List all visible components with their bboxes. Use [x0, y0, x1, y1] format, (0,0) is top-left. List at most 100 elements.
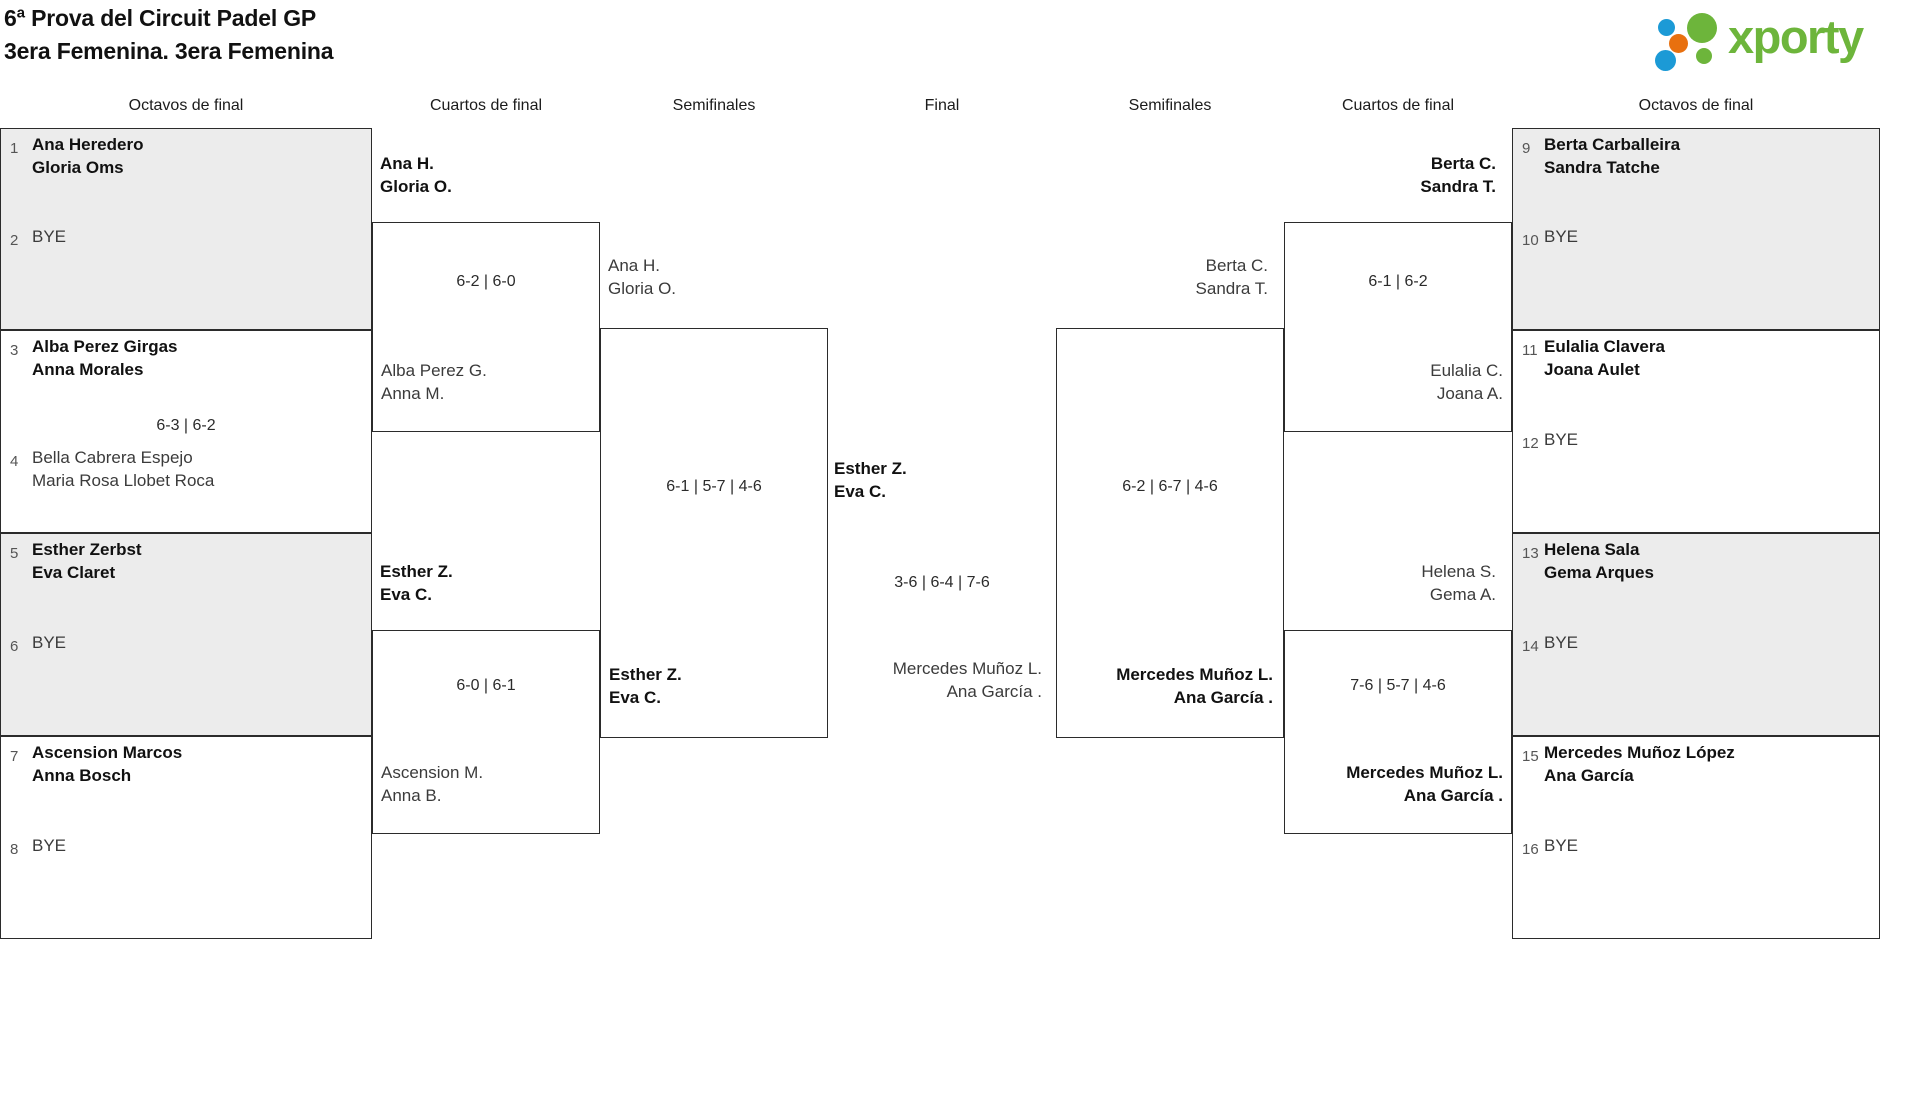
seed-number: 5	[10, 545, 19, 562]
seed-number: 1	[10, 140, 19, 157]
team-names: Mercedes Muñoz López Ana García	[1544, 743, 1735, 785]
bracket-slot[interactable]: 3 Alba Perez Girgas Anna Morales	[1, 331, 371, 432]
octavos-match-3-4[interactable]: 3 Alba Perez Girgas Anna Morales 6-3 | 6…	[0, 330, 372, 533]
team-names: Bella Cabrera Espejo Maria Rosa Llobet R…	[32, 448, 215, 490]
logo-dot-green-large	[1687, 13, 1717, 43]
bracket-slot[interactable]: 15 Mercedes Muñoz López Ana García	[1513, 737, 1879, 838]
logo-dot-orange	[1669, 34, 1688, 53]
team-names: BYE	[1544, 430, 1579, 449]
match-score: 6-1 | 5-7 | 4-6	[666, 478, 762, 495]
cuartos-right-1-winner: Berta C. Sandra T.	[1420, 154, 1496, 196]
seed-number: 15	[1522, 748, 1539, 765]
bracket-slot[interactable]: 2 BYE	[1, 227, 371, 331]
xporty-logo[interactable]: xporty	[1652, 8, 1882, 71]
cuartos-left-2-winner: Esther Z. Eva C.	[380, 562, 453, 604]
cuartos-left-1-winner: Ana H. Gloria O.	[380, 154, 452, 196]
round-header-cuartos-right: Cuartos de final	[1341, 97, 1455, 114]
semis-left-top-team: Ana H. Gloria O.	[608, 256, 677, 298]
octavos-match-1-2[interactable]: 1 Ana Heredero Gloria Oms 2 BYE	[0, 128, 372, 330]
octavos-match-5-6[interactable]: 5 Esther Zerbst Eva Claret 6 BYE	[0, 533, 372, 736]
semis-right-match[interactable]: 6-2 | 6-7 | 4-6 Mercedes Muñoz L. Ana Ga…	[1056, 328, 1284, 738]
cuartos-right-match-2[interactable]: 7-6 | 5-7 | 4-6 Mercedes Muñoz L. Ana Ga…	[1284, 630, 1512, 834]
match-score: 6-2 | 6-7 | 4-6	[1122, 478, 1218, 495]
octavos-match-9-10[interactable]: 9 Berta Carballeira Sandra Tatche 10 BYE	[1512, 128, 1880, 330]
semis-left-bottom-team: Esther Z. Eva C.	[609, 665, 682, 707]
bracket-slot[interactable]: 8 BYE	[1, 836, 371, 940]
page-title: 6ª Prova del Circuit Padel GP 3era Femen…	[4, 2, 334, 68]
cuartos-right-2-winner: Mercedes Muñoz L. Ana García .	[1346, 763, 1503, 805]
final-champion: Esther Z. Eva C.	[834, 459, 907, 501]
logo-dot-blue-top	[1658, 19, 1675, 36]
seed-number: 7	[10, 748, 19, 765]
team-names: Berta Carballeira Sandra Tatche	[1544, 135, 1681, 177]
seed-number: 4	[10, 453, 19, 470]
semis-right-bottom-team: Mercedes Muñoz L. Ana García .	[1116, 665, 1273, 707]
bracket-slot[interactable]: 9 Berta Carballeira Sandra Tatche	[1513, 129, 1879, 230]
team-names: BYE	[32, 227, 67, 246]
cuartos-left-1-loser: Alba Perez G. Anna M.	[381, 361, 487, 403]
cuartos-right-match-1[interactable]: 6-1 | 6-2 Eulalia C. Joana A.	[1284, 222, 1512, 432]
team-names: BYE	[1544, 633, 1579, 652]
octavos-match-13-14[interactable]: 13 Helena Sala Gema Arques 14 BYE	[1512, 533, 1880, 736]
bracket-slot[interactable]: 16 BYE	[1513, 836, 1879, 940]
bracket-slot[interactable]: 1 Ana Heredero Gloria Oms	[1, 129, 371, 230]
cuartos-left-match-1[interactable]: 6-2 | 6-0 Alba Perez G. Anna M.	[372, 222, 600, 432]
tournament-title-line2: 3era Femenina. 3era Femenina	[4, 38, 334, 64]
logo-dot-blue-bottom	[1655, 50, 1676, 71]
team-names: Ana Heredero Gloria Oms	[32, 135, 144, 177]
match-score: 6-2 | 6-0	[456, 273, 516, 290]
seed-number: 2	[10, 232, 19, 249]
bracket-slot[interactable]: 11 Eulalia Clavera Joana Aulet	[1513, 331, 1879, 432]
team-names: Esther Zerbst Eva Claret	[32, 540, 142, 582]
bracket-slot[interactable]: 7 Ascension Marcos Anna Bosch	[1, 737, 371, 838]
round-header-semis-left: Semifinales	[672, 97, 756, 114]
bracket-slot[interactable]: 10 BYE	[1513, 227, 1879, 331]
seed-number: 3	[10, 342, 19, 359]
seed-number: 9	[1522, 140, 1531, 157]
round-header-octavos-left: Octavos de final	[128, 97, 244, 114]
round-header-cuartos-left: Cuartos de final	[429, 97, 543, 114]
match-score: 6-0 | 6-1	[456, 677, 516, 694]
seed-number: 11	[1522, 342, 1538, 359]
round-header-octavos-right: Octavos de final	[1638, 97, 1754, 114]
bracket-slot[interactable]: 14 BYE	[1513, 633, 1879, 737]
bracket-slot[interactable]: 12 BYE	[1513, 430, 1879, 534]
bracket-slot[interactable]: 4 Bella Cabrera Espejo Maria Rosa Llobet…	[1, 442, 371, 543]
seed-number: 10	[1522, 232, 1539, 249]
semis-right-top-team: Berta C. Sandra T.	[1195, 256, 1268, 298]
seed-number: 13	[1522, 545, 1539, 562]
cuartos-left-2-loser: Ascension M. Anna B.	[381, 763, 484, 805]
team-names: BYE	[32, 836, 67, 855]
final-score: 3-6 | 6-4 | 7-6	[894, 574, 990, 591]
team-names: BYE	[32, 633, 67, 652]
semis-left-match[interactable]: 6-1 | 5-7 | 4-6 Esther Z. Eva C.	[600, 328, 828, 738]
logo-wordmark: xporty	[1728, 10, 1864, 63]
octavos-match-11-12[interactable]: 11 Eulalia Clavera Joana Aulet 12 BYE	[1512, 330, 1880, 533]
seed-number: 12	[1522, 435, 1539, 452]
team-names: BYE	[1544, 227, 1579, 246]
octavos-match-7-8[interactable]: 7 Ascension Marcos Anna Bosch 8 BYE	[0, 736, 372, 939]
match-score: 7-6 | 5-7 | 4-6	[1350, 677, 1446, 694]
bracket-slot[interactable]: 5 Esther Zerbst Eva Claret	[1, 534, 371, 635]
tournament-title-line1: 6ª Prova del Circuit Padel GP	[4, 5, 317, 31]
seed-number: 6	[10, 638, 19, 655]
seed-number: 14	[1522, 638, 1539, 655]
team-names: Ascension Marcos Anna Bosch	[32, 743, 183, 785]
logo-dot-green-small	[1696, 48, 1712, 64]
final-runner-up: Mercedes Muñoz L. Ana García .	[892, 659, 1042, 701]
team-names: Helena Sala Gema Arques	[1544, 540, 1654, 582]
cuartos-right-1-loser: Eulalia C. Joana A.	[1430, 361, 1503, 403]
team-names: BYE	[1544, 836, 1579, 855]
cuartos-right-2-loser: Helena S. Gema A.	[1421, 562, 1496, 604]
match-score: 6-3 | 6-2	[156, 417, 216, 434]
match-score: 6-1 | 6-2	[1368, 273, 1428, 290]
octavos-match-15-16[interactable]: 15 Mercedes Muñoz López Ana García 16 BY…	[1512, 736, 1880, 939]
team-names: Eulalia Clavera Joana Aulet	[1544, 337, 1665, 379]
seed-number: 16	[1522, 841, 1539, 858]
team-names: Alba Perez Girgas Anna Morales	[32, 337, 178, 379]
bracket-slot[interactable]: 13 Helena Sala Gema Arques	[1513, 534, 1879, 635]
round-header-semis-right: Semifinales	[1128, 97, 1212, 114]
seed-number: 8	[10, 841, 19, 858]
bracket-slot[interactable]: 6 BYE	[1, 633, 371, 737]
cuartos-left-match-2[interactable]: 6-0 | 6-1 Ascension M. Anna B.	[372, 630, 600, 834]
